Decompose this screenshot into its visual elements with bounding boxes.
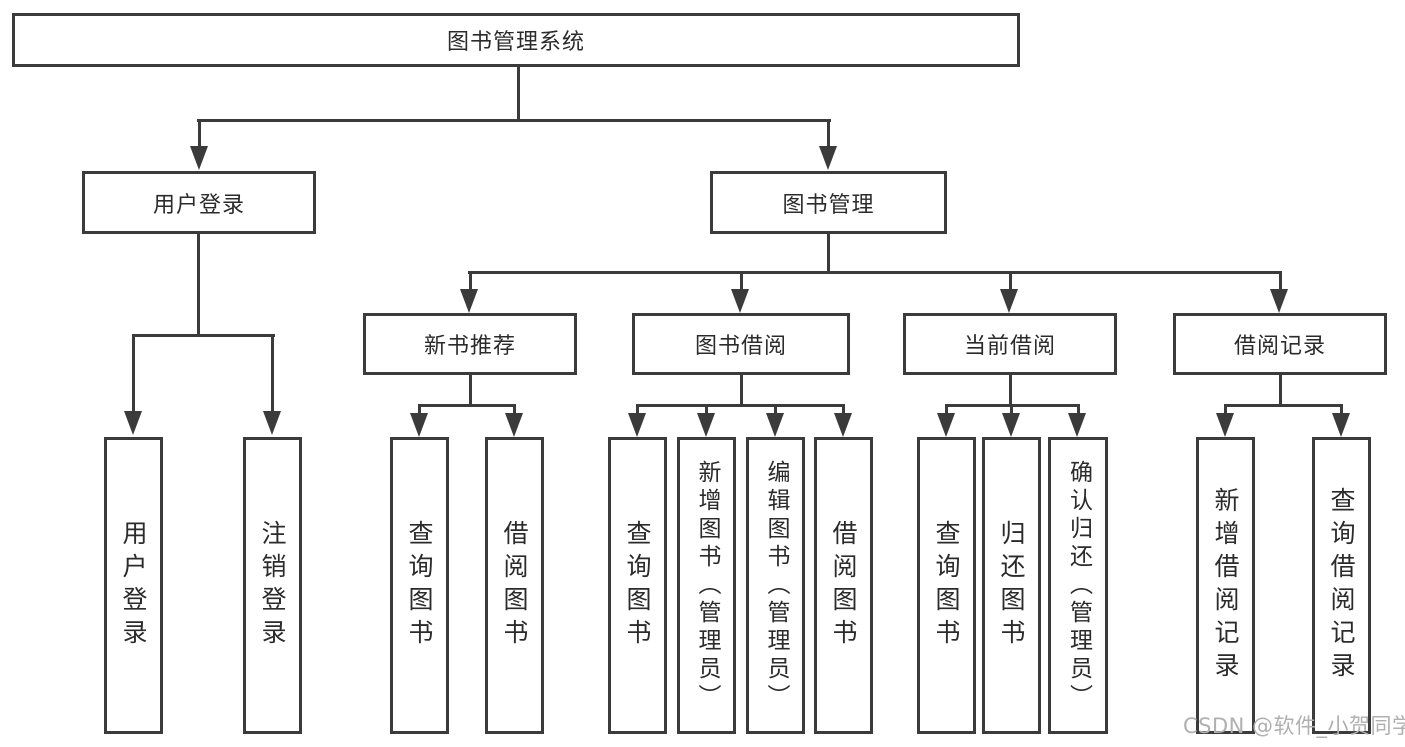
arrowhead-down-icon bbox=[124, 411, 142, 435]
connector-vline bbox=[1340, 404, 1343, 416]
node-root-label: 图书管理系统 bbox=[446, 30, 585, 55]
connector-vline bbox=[827, 119, 830, 150]
connector-vline bbox=[1279, 373, 1282, 406]
arrowhead-down-icon bbox=[505, 413, 523, 437]
leaf-user-login-label: 用户登录 bbox=[119, 519, 148, 652]
leaf-confirm-return-admin: 确认归还（管理员） bbox=[1048, 437, 1108, 734]
arrowhead-down-icon bbox=[263, 411, 281, 435]
connector-vline bbox=[1009, 373, 1012, 406]
leaf-logout-label: 注销登录 bbox=[258, 519, 287, 652]
connector-vline bbox=[517, 65, 520, 122]
connector-vline bbox=[418, 404, 421, 416]
arrowhead-down-icon bbox=[766, 413, 784, 437]
leaf-query-book-2-label: 查询图书 bbox=[623, 519, 652, 652]
connector-vline bbox=[271, 334, 274, 414]
connector-vline bbox=[740, 373, 743, 406]
leaf-add-borrow-record: 新增借阅记录 bbox=[1196, 437, 1255, 734]
connector-vline bbox=[842, 404, 845, 416]
arrowhead-down-icon bbox=[1270, 289, 1288, 313]
arrowhead-down-icon bbox=[834, 413, 852, 437]
node-book-management: 图书管理 bbox=[710, 171, 947, 234]
connector-vline bbox=[827, 232, 830, 274]
leaf-query-book-2: 查询图书 bbox=[608, 437, 667, 734]
node-book-borrow: 图书借阅 bbox=[632, 313, 850, 375]
leaf-edit-book-admin-label: 编辑图书（管理员） bbox=[763, 459, 789, 712]
arrowhead-down-icon bbox=[190, 146, 208, 170]
node-new-book-recommend-label: 新书推荐 bbox=[423, 334, 516, 359]
connector-vline bbox=[469, 373, 472, 406]
leaf-return-book-label: 归还图书 bbox=[997, 519, 1026, 652]
node-current-borrow: 当前借阅 bbox=[903, 313, 1117, 375]
arrowhead-down-icon bbox=[697, 413, 715, 437]
leaf-query-book-3: 查询图书 bbox=[917, 437, 976, 734]
node-book-borrow-label: 图书借阅 bbox=[694, 334, 787, 359]
arrowhead-down-icon bbox=[1068, 413, 1086, 437]
leaf-borrow-book-2: 借阅图书 bbox=[814, 437, 873, 734]
node-borrow-records-label: 借阅记录 bbox=[1233, 334, 1326, 359]
leaf-query-book-1: 查询图书 bbox=[390, 437, 449, 734]
connector-vline bbox=[197, 232, 200, 336]
csdn-watermark: CSDN @软件_小贺同学 bbox=[1183, 714, 1405, 738]
connector-hline bbox=[468, 271, 1282, 274]
connector-vline bbox=[774, 404, 777, 416]
leaf-query-borrow-record-label: 查询借阅记录 bbox=[1327, 486, 1356, 685]
connector-vline bbox=[1279, 271, 1282, 291]
leaf-query-book-1-label: 查询图书 bbox=[405, 519, 434, 652]
arrowhead-down-icon bbox=[410, 413, 428, 437]
node-book-management-label: 图书管理 bbox=[782, 192, 875, 218]
connector-vline bbox=[636, 404, 639, 416]
arrowhead-down-icon bbox=[460, 289, 478, 313]
leaf-user-login: 用户登录 bbox=[104, 437, 163, 734]
connector-vline bbox=[1009, 271, 1012, 291]
arrowhead-down-icon bbox=[1332, 413, 1350, 437]
node-borrow-records: 借阅记录 bbox=[1173, 313, 1387, 375]
connector-vline bbox=[705, 404, 708, 416]
connector-vline bbox=[132, 334, 135, 414]
node-root: 图书管理系统 bbox=[12, 13, 1020, 67]
arrowhead-down-icon bbox=[819, 146, 837, 170]
node-user-login-label: 用户登录 bbox=[152, 192, 245, 218]
connector-vline bbox=[1224, 404, 1227, 416]
leaf-query-book-3-label: 查询图书 bbox=[932, 519, 961, 652]
leaf-borrow-book-1-label: 借阅图书 bbox=[500, 519, 529, 652]
leaf-confirm-return-admin-label: 确认归还（管理员） bbox=[1065, 459, 1092, 712]
node-current-borrow-label: 当前借阅 bbox=[963, 334, 1056, 359]
leaf-borrow-book-1: 借阅图书 bbox=[485, 437, 544, 734]
connector-vline bbox=[740, 271, 743, 291]
arrowhead-down-icon bbox=[1000, 289, 1018, 313]
connector-hline bbox=[1224, 404, 1343, 407]
connector-hline bbox=[418, 404, 516, 407]
leaf-borrow-book-2-label: 借阅图书 bbox=[829, 519, 858, 652]
leaf-logout: 注销登录 bbox=[243, 437, 302, 734]
leaf-add-book-admin: 新增图书（管理员） bbox=[677, 437, 736, 734]
leaf-return-book: 归还图书 bbox=[982, 437, 1041, 734]
node-new-book-recommend: 新书推荐 bbox=[363, 313, 577, 375]
arrowhead-down-icon bbox=[1002, 413, 1020, 437]
arrowhead-down-icon bbox=[628, 413, 646, 437]
node-user-login: 用户登录 bbox=[82, 171, 316, 234]
connector-hline bbox=[197, 119, 831, 122]
connector-vline bbox=[1010, 404, 1013, 416]
connector-vline bbox=[945, 404, 948, 416]
connector-vline bbox=[198, 119, 201, 150]
leaf-add-book-admin-label: 新增图书（管理员） bbox=[694, 459, 720, 712]
connector-hline bbox=[636, 404, 845, 407]
arrowhead-down-icon bbox=[731, 289, 749, 313]
connector-vline bbox=[1077, 404, 1080, 416]
arrowhead-down-icon bbox=[937, 413, 955, 437]
connector-vline bbox=[469, 271, 472, 291]
leaf-edit-book-admin: 编辑图书（管理员） bbox=[746, 437, 805, 734]
connector-hline bbox=[132, 334, 275, 337]
leaf-query-borrow-record: 查询借阅记录 bbox=[1312, 437, 1371, 734]
arrowhead-down-icon bbox=[1216, 413, 1234, 437]
leaf-add-borrow-record-label: 新增借阅记录 bbox=[1211, 486, 1240, 685]
connector-vline bbox=[513, 404, 516, 416]
